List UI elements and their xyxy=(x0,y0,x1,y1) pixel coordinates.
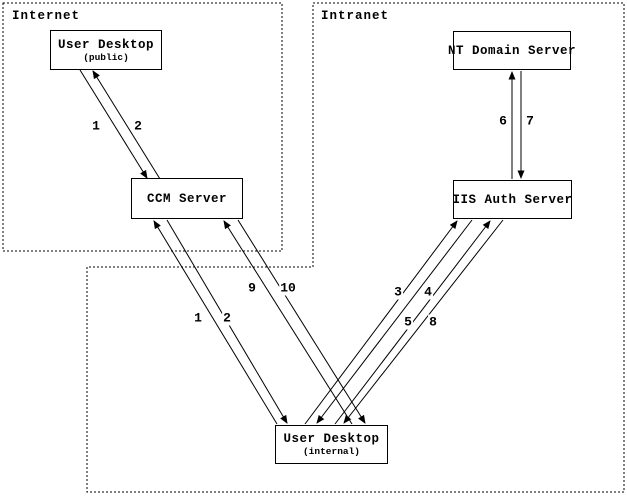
edge-label-3: 3 xyxy=(393,284,403,300)
edge-label-6: 6 xyxy=(498,113,508,129)
edge-label-1-public: 1 xyxy=(91,118,101,134)
node-user-desktop-internal: User Desktop (internal) xyxy=(275,425,388,464)
node-nt-domain-server: NT Domain Server xyxy=(448,31,576,70)
node-ccm-server-title: CCM Server xyxy=(146,191,227,206)
edge-label-5: 5 xyxy=(403,314,413,330)
node-user-desktop-public-subtitle: (public) xyxy=(83,51,129,63)
arrow-2-ccm-to-public-desktop xyxy=(92,70,161,180)
edge-label-1-internal: 1 xyxy=(193,310,203,326)
edge-label-4: 4 xyxy=(423,284,433,300)
internet-region-label: Internet xyxy=(10,9,83,23)
internet-region-outline xyxy=(2,2,283,252)
edge-label-7: 7 xyxy=(525,113,535,129)
arrow-8-iis-to-internal-desktop xyxy=(343,219,504,424)
arrow-1-internal-desktop-to-ccm xyxy=(153,220,278,425)
arrow-4-iis-to-internal-desktop xyxy=(316,219,473,424)
arrow-3-internal-desktop-to-iis xyxy=(304,220,458,425)
node-nt-domain-server-title: NT Domain Server xyxy=(447,43,577,58)
edge-label-2-internal: 2 xyxy=(222,310,232,326)
node-ccm-server: CCM Server xyxy=(131,178,243,219)
edge-label-10: 10 xyxy=(279,280,297,296)
arrow-10-ccm-to-internal-desktop xyxy=(237,219,366,424)
node-user-desktop-public-title: User Desktop xyxy=(57,37,154,52)
arrow-1-public-desktop-to-ccm xyxy=(79,69,148,179)
arrow-9-internal-desktop-to-ccm xyxy=(223,220,353,425)
edge-label-9: 9 xyxy=(247,280,257,296)
node-iis-auth-server-title: IIS Auth Server xyxy=(452,192,573,207)
edge-label-8: 8 xyxy=(428,314,438,330)
node-user-desktop-internal-title: User Desktop xyxy=(283,432,380,446)
intranet-region-label: Intranet xyxy=(319,9,392,23)
node-user-desktop-internal-subtitle: (internal) xyxy=(302,446,360,457)
node-user-desktop-public: User Desktop (public) xyxy=(50,30,162,70)
node-iis-auth-server: IIS Auth Server xyxy=(452,180,573,219)
edge-label-2-public: 2 xyxy=(133,118,143,134)
intranet-region-outline xyxy=(86,2,625,493)
